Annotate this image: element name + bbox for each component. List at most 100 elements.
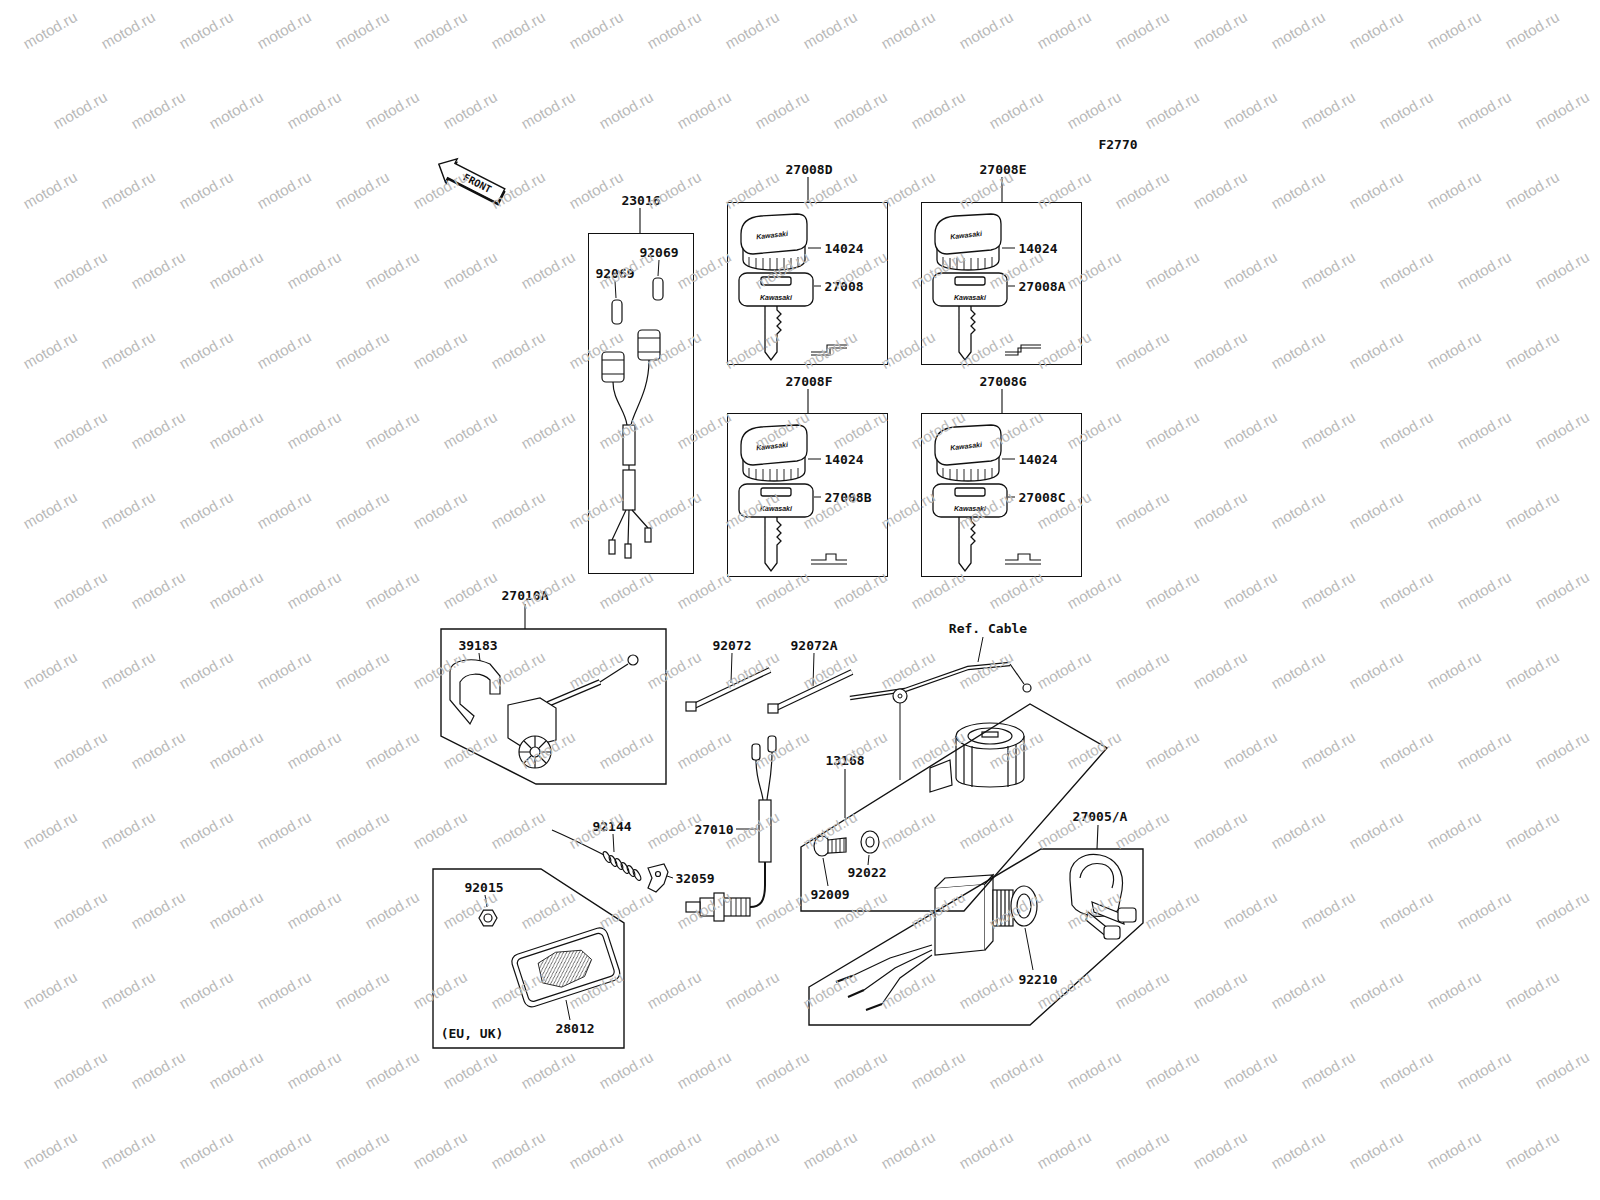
handlebar-switch bbox=[628, 655, 638, 665]
watermark: motod.ru bbox=[333, 969, 392, 1012]
watermark: motod.ru bbox=[177, 969, 236, 1012]
drawing-code: F2770 bbox=[1098, 138, 1137, 151]
watermark: motod.ru bbox=[1035, 9, 1094, 52]
watermark: motod.ru bbox=[753, 889, 812, 932]
watermark: motod.ru bbox=[363, 249, 422, 292]
watermark: motod.ru bbox=[99, 169, 158, 212]
watermark: motod.ru bbox=[1113, 9, 1172, 52]
watermark: motod.ru bbox=[753, 1049, 812, 1092]
watermark: motod.ru bbox=[675, 569, 734, 612]
watermark: motod.ru bbox=[1425, 649, 1484, 692]
watermark: motod.ru bbox=[285, 409, 344, 452]
watermark: motod.ru bbox=[1377, 569, 1436, 612]
watermark: motod.ru bbox=[753, 89, 812, 132]
watermark: motod.ru bbox=[51, 729, 110, 772]
ref-cable bbox=[1010, 664, 1024, 684]
watermark: motod.ru bbox=[1065, 249, 1124, 292]
key-code-symbol bbox=[811, 345, 1041, 564]
watermark: motod.ru bbox=[129, 409, 188, 452]
watermark: motod.ru bbox=[1113, 169, 1172, 212]
watermark: motod.ru bbox=[1191, 489, 1250, 532]
watermark: motod.ru bbox=[1425, 169, 1484, 212]
watermark: motod.ru bbox=[1455, 729, 1514, 772]
stop-switch bbox=[667, 876, 673, 878]
watermark: motod.ru bbox=[99, 489, 158, 532]
watermark: motod.ru bbox=[987, 89, 1046, 132]
callout-number: 28012 bbox=[555, 1022, 594, 1035]
watermark: motod.ru bbox=[597, 89, 656, 132]
watermark: motod.ru bbox=[1221, 409, 1280, 452]
watermark: motod.ru bbox=[489, 9, 548, 52]
wire-harness bbox=[612, 510, 648, 544]
watermark: motod.ru bbox=[411, 329, 470, 372]
kit-box-border bbox=[801, 704, 1107, 911]
watermark: motod.ru bbox=[51, 1049, 110, 1092]
watermark: motod.ru bbox=[675, 249, 734, 292]
watermark: motod.ru bbox=[1143, 1049, 1202, 1092]
callout-number: 14024 bbox=[824, 453, 863, 466]
watermark: motod.ru bbox=[753, 569, 812, 612]
watermark: motod.ru bbox=[1191, 1129, 1250, 1172]
watermark: motod.ru bbox=[1269, 169, 1328, 212]
watermark: motod.ru bbox=[1455, 409, 1514, 452]
watermark: motod.ru bbox=[567, 489, 626, 532]
watermark: motod.ru bbox=[1143, 889, 1202, 932]
watermark: motod.ru bbox=[957, 9, 1016, 52]
watermark: motod.ru bbox=[129, 89, 188, 132]
watermark: motod.ru bbox=[675, 729, 734, 772]
watermark: motod.ru bbox=[255, 489, 314, 532]
watermark: motod.ru bbox=[567, 9, 626, 52]
watermark: motod.ru bbox=[129, 889, 188, 932]
watermark: motod.ru bbox=[1425, 809, 1484, 852]
watermark: motod.ru bbox=[801, 9, 860, 52]
watermark: motod.ru bbox=[1347, 1129, 1406, 1172]
watermark: motod.ru bbox=[645, 9, 704, 52]
watermark: motod.ru bbox=[957, 969, 1016, 1012]
watermark: motod.ru bbox=[489, 489, 548, 532]
watermark: motod.ru bbox=[909, 1049, 968, 1092]
watermark: motod.ru bbox=[1503, 9, 1562, 52]
callout-number: 92015 bbox=[464, 881, 503, 894]
watermark: motod.ru bbox=[207, 409, 266, 452]
group-number: (EU, UK) bbox=[441, 1027, 504, 1040]
watermark: motod.ru bbox=[1035, 649, 1094, 692]
watermark: motod.ru bbox=[177, 1129, 236, 1172]
key-cylinder bbox=[968, 728, 1012, 744]
watermark: motod.ru bbox=[1503, 1129, 1562, 1172]
watermark: motod.ru bbox=[285, 1049, 344, 1092]
callout-number: 14024 bbox=[824, 242, 863, 255]
watermark: motod.ru bbox=[879, 649, 938, 692]
watermark: motod.ru bbox=[1143, 89, 1202, 132]
watermark: motod.ru bbox=[1533, 89, 1592, 132]
watermark: motod.ru bbox=[645, 169, 704, 212]
watermark: motod.ru bbox=[441, 729, 500, 772]
watermark: motod.ru bbox=[519, 409, 578, 452]
watermark: motod.ru bbox=[597, 569, 656, 612]
watermark: motod.ru bbox=[801, 1129, 860, 1172]
watermark: motod.ru bbox=[1191, 969, 1250, 1012]
wire-harness bbox=[612, 300, 622, 324]
watermark: motod.ru bbox=[831, 409, 890, 452]
watermark: motod.ru bbox=[1065, 1049, 1124, 1092]
wire-harness bbox=[602, 352, 624, 382]
wire-harness bbox=[653, 278, 663, 300]
watermark: motod.ru bbox=[597, 729, 656, 772]
watermark: motod.ru bbox=[51, 89, 110, 132]
watermark: motod.ru bbox=[1533, 889, 1592, 932]
watermark: motod.ru bbox=[831, 1049, 890, 1092]
watermark: motod.ru bbox=[519, 889, 578, 932]
watermark: motod.ru bbox=[1347, 489, 1406, 532]
watermark: motod.ru bbox=[1533, 1049, 1592, 1092]
wire-harness bbox=[645, 528, 651, 542]
watermark: motod.ru bbox=[1113, 329, 1172, 372]
watermark: motod.ru bbox=[255, 169, 314, 212]
cable-tie bbox=[686, 702, 696, 711]
watermark: motod.ru bbox=[1377, 249, 1436, 292]
watermark: motod.ru bbox=[21, 169, 80, 212]
watermark: motod.ru bbox=[285, 729, 344, 772]
key-cylinder bbox=[828, 838, 846, 853]
callout-number: 92210 bbox=[1018, 973, 1057, 986]
watermark: motod.ru bbox=[441, 249, 500, 292]
wire-harness bbox=[602, 360, 624, 374]
